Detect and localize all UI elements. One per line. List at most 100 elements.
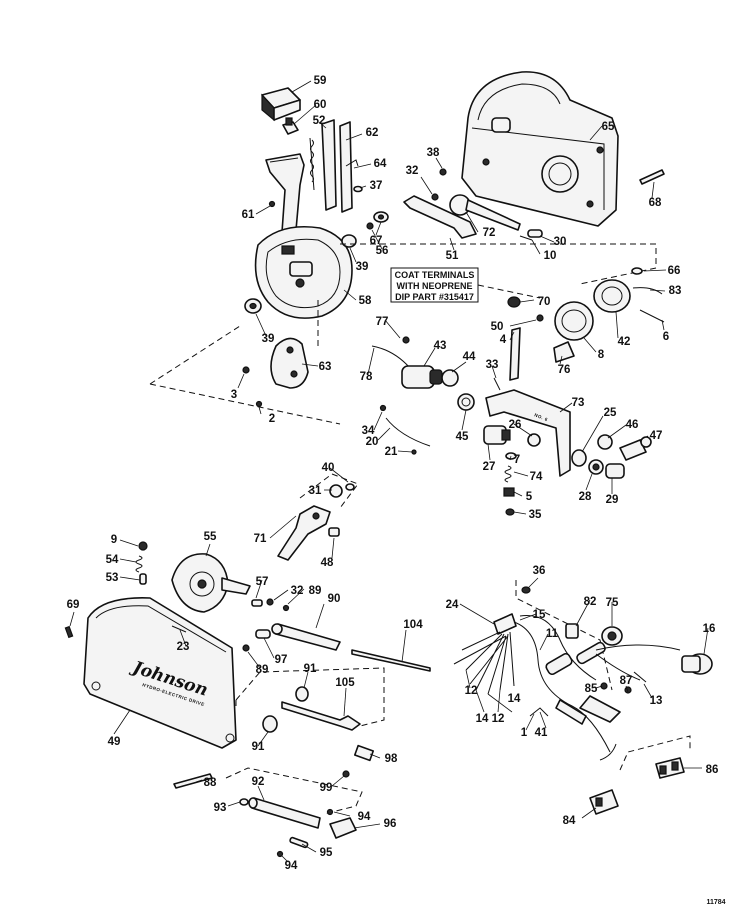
bracket-96: [329, 817, 357, 839]
part-label-2: 2: [269, 413, 275, 425]
handle-clip: [282, 117, 299, 135]
note-line-3: DIP PART #315417: [395, 292, 474, 302]
plunger-53: [139, 573, 147, 585]
part-label-89-top: 89: [309, 585, 322, 597]
part-label-49: 49: [108, 736, 121, 748]
part-label-76: 76: [558, 364, 571, 376]
plate-98: [353, 744, 375, 762]
screw-50: [536, 314, 544, 322]
screw-68: [639, 169, 665, 185]
part-label-23: 23: [177, 641, 190, 653]
part-label-39-top: 39: [356, 261, 369, 273]
part-label-14-b: 14: [508, 693, 521, 705]
part-label-95: 95: [320, 847, 333, 859]
pin-97: [255, 629, 271, 639]
part-label-59: 59: [314, 75, 327, 87]
nut-35: [505, 508, 515, 516]
connector-16: [681, 653, 713, 675]
part-label-68: 68: [649, 197, 662, 209]
clip-82: [565, 623, 579, 639]
part-label-93: 93: [214, 802, 227, 814]
shift-cable-105: [281, 701, 361, 731]
part-label-28: 28: [579, 491, 592, 503]
part-label-7: 7: [514, 454, 520, 466]
part-label-77: 77: [376, 316, 389, 328]
handle-lever: [265, 153, 305, 239]
spring-74: [504, 465, 512, 483]
bushing-91-lower: [262, 715, 278, 733]
screw-61: [268, 200, 276, 208]
part-label-61: 61: [242, 209, 255, 221]
part-label-41: 41: [535, 727, 548, 739]
part-label-86: 86: [706, 764, 719, 776]
bracket-76: [553, 341, 575, 363]
part-label-72: 72: [483, 227, 496, 239]
wire-6: [639, 309, 665, 323]
key-47: [619, 436, 652, 461]
part-label-70: 70: [538, 296, 551, 308]
washer-93: [239, 798, 249, 806]
screw-87: [624, 686, 632, 694]
clip-94-lower: [276, 850, 284, 858]
shift-arm-51: [403, 195, 477, 239]
part-label-96: 96: [384, 818, 397, 830]
bushing-91-top: [295, 686, 309, 702]
pin-57: [251, 599, 263, 607]
part-label-48: 48: [321, 557, 334, 569]
part-label-12-a: 12: [465, 685, 478, 697]
shift-lever-71: [277, 505, 331, 561]
part-label-10: 10: [544, 250, 557, 262]
part-label-12-b: 12: [492, 713, 505, 725]
screw-77: [402, 336, 410, 344]
bracket-tag: NO. 6: [534, 412, 549, 422]
note-line-2: WITH NEOPRENE: [396, 281, 472, 291]
part-label-27: 27: [483, 461, 496, 473]
pin-69: [64, 625, 74, 639]
screw-89-lower: [242, 644, 250, 652]
shift-cam-plate: [270, 337, 309, 389]
part-label-43: 43: [434, 340, 447, 352]
handle-detent-rod: [339, 121, 353, 213]
wiring-harness: [453, 613, 681, 761]
part-label-98: 98: [385, 753, 398, 765]
part-label-25: 25: [604, 407, 617, 419]
part-label-44: 44: [463, 351, 476, 363]
part-label-46: 46: [626, 419, 639, 431]
part-label-74: 74: [530, 471, 543, 483]
harness-dash: [515, 580, 613, 691]
assembly-dash-left: [149, 300, 341, 425]
part-label-63: 63: [319, 361, 332, 373]
wire-83: [632, 287, 663, 295]
screw-9: [138, 541, 148, 551]
part-label-45: 45: [456, 431, 469, 443]
solenoid-cup-8: [554, 301, 594, 341]
handle-housing: [254, 225, 353, 319]
clip-1: [529, 707, 549, 717]
coat-terminals-note: COAT TERMINALS WITH NEOPRENE DIP PART #3…: [390, 267, 479, 303]
part-label-62: 62: [366, 127, 379, 139]
part-label-31: 31: [309, 485, 322, 497]
part-label-24: 24: [446, 599, 459, 611]
clip-33: [493, 377, 501, 391]
part-label-29: 29: [606, 494, 619, 506]
part-label-32-mid: 32: [291, 585, 304, 597]
screw-3: [242, 366, 250, 374]
terminal-block-86: [655, 757, 685, 779]
part-label-82: 82: [584, 596, 597, 608]
part-label-3: 3: [231, 389, 237, 401]
washer-25: [571, 449, 587, 467]
part-label-36: 36: [533, 565, 546, 577]
part-label-16: 16: [703, 623, 716, 635]
lever-dash: [299, 473, 359, 509]
pin-48: [328, 527, 340, 537]
part-label-4: 4: [500, 334, 507, 346]
solenoid-42: [593, 279, 631, 313]
part-label-40: 40: [322, 462, 335, 474]
pivot-shaft-92: [248, 797, 321, 829]
part-label-94-top: 94: [358, 811, 371, 823]
washer-46: [597, 434, 613, 450]
part-label-65: 65: [602, 121, 615, 133]
part-label-67: 67: [370, 235, 383, 247]
part-label-73: 73: [572, 397, 585, 409]
